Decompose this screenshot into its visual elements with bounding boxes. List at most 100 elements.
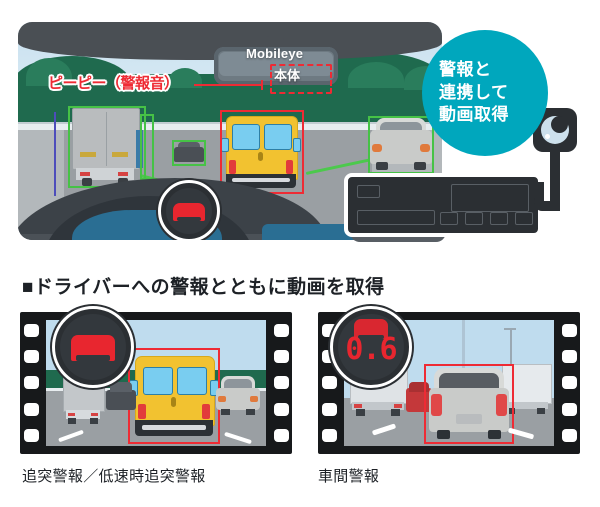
l-truck-light xyxy=(354,404,362,408)
panel-1-caption: 追突警報／低速時追突警報 xyxy=(22,468,206,485)
car-warning-icon xyxy=(173,203,205,222)
r-truck-wheel xyxy=(537,408,545,414)
l-truck-light xyxy=(394,404,402,408)
headway-distance-value: 0.6 xyxy=(345,332,397,367)
sprocket-hole xyxy=(23,402,39,416)
mv-wheel xyxy=(437,430,450,439)
van1-door-handle xyxy=(171,397,176,407)
van-window-left xyxy=(232,124,260,150)
sprocket-hole xyxy=(273,429,289,443)
d-car-top xyxy=(110,382,132,392)
tree-bump xyxy=(26,58,72,86)
truck-taillight xyxy=(80,172,90,176)
van1-window-left xyxy=(143,367,173,395)
vehicle-silver-car xyxy=(370,118,432,174)
recorder-button-2[interactable] xyxy=(465,212,483,225)
truck-taillight xyxy=(118,172,128,176)
frame2-gantry-post xyxy=(462,320,465,372)
frame1-right-car xyxy=(216,376,260,418)
film-panel-headway-warning: 0.6 xyxy=(318,306,580,454)
silver-car-taillight-right xyxy=(420,144,430,152)
recorder-button-3[interactable] xyxy=(490,212,508,225)
frame2-light-pole xyxy=(510,328,512,364)
film-sprockets-right xyxy=(558,312,580,454)
sprocket-hole xyxy=(561,376,577,390)
tree-bump xyxy=(168,68,202,88)
truck-reflector xyxy=(80,152,96,157)
frame1-dark-car xyxy=(106,382,136,412)
callout-line-2: 連携して xyxy=(439,82,509,102)
van-door-handle xyxy=(258,152,263,161)
bg-truck-light xyxy=(68,413,75,416)
detection-box-truck xyxy=(68,106,146,188)
silver-car-wheel xyxy=(414,162,426,170)
r-car-glass xyxy=(224,379,252,390)
section-title: ■ドライバーへの警報とともに動画を取得 xyxy=(22,277,385,298)
camera-mount-arm xyxy=(550,151,560,209)
frame2-light-arm xyxy=(504,328,516,330)
dark-car-body xyxy=(174,147,204,162)
bg-truck-under xyxy=(66,410,100,419)
truck-side-panel xyxy=(136,130,143,168)
frame2-red-car xyxy=(406,382,432,414)
recorder-display-screen xyxy=(451,184,529,212)
r-truck-wheel xyxy=(507,408,515,414)
mv-body xyxy=(429,388,509,432)
r-car-tail xyxy=(218,396,226,402)
van1-taillight-left xyxy=(138,404,146,419)
recorder-slot xyxy=(357,210,435,225)
callout-line-1: 警報と xyxy=(439,60,492,80)
beep-pointer-line xyxy=(194,80,263,90)
mv-plate xyxy=(456,414,482,424)
recorder-button-1[interactable] xyxy=(440,212,458,225)
dark-car-roof xyxy=(178,142,200,150)
mv-wheel xyxy=(488,430,501,439)
red-car-top xyxy=(409,382,429,392)
video-recorder-unit xyxy=(344,173,542,237)
camera-mount-hook-vertical xyxy=(534,182,544,204)
mv-taillight-right xyxy=(496,394,507,416)
sprocket-hole xyxy=(23,376,39,390)
collision-warning-badge-main xyxy=(158,180,220,240)
van-mirror-right xyxy=(293,138,301,152)
d-car-body xyxy=(106,390,136,410)
camera-lens-pupil xyxy=(551,116,568,133)
beep-sound-label: ピーピー（警報音） xyxy=(48,75,179,92)
sprocket-hole xyxy=(321,376,337,390)
film-panel-collision-warning xyxy=(20,306,292,454)
detection-box-van-alert xyxy=(220,110,304,194)
truck-underbody xyxy=(76,168,134,180)
callout-bubble-video-capture: 警報と 連携して 動画取得 xyxy=(422,30,548,156)
camera-mount-hook xyxy=(534,201,560,211)
r-car-body xyxy=(216,388,260,410)
l-truck-wheel xyxy=(356,409,365,416)
r-truck-under xyxy=(504,402,548,409)
r-car-wheel xyxy=(246,409,255,415)
frame1-yellow-van xyxy=(129,352,219,442)
van-taillight-left xyxy=(229,160,236,174)
mv-glass xyxy=(439,373,499,391)
mobileye-brand-label: Mobileye xyxy=(246,46,304,61)
detection-box-frame2 xyxy=(424,364,514,444)
tree-bump xyxy=(348,62,404,88)
sprocket-hole xyxy=(561,402,577,416)
sprocket-hole xyxy=(23,323,39,337)
callout-line-3: 動画取得 xyxy=(439,105,509,125)
van-taillight-right xyxy=(286,160,293,174)
vehicle-yellow-van xyxy=(221,112,301,194)
sprocket-hole xyxy=(273,323,289,337)
detection-box-truck-side xyxy=(140,114,154,180)
vehicle-truck xyxy=(66,108,144,186)
van-window-right xyxy=(264,124,292,150)
bg-truck-light xyxy=(91,413,98,416)
sprocket-hole xyxy=(321,402,337,416)
recorder-button-4[interactable] xyxy=(515,212,533,225)
silver-car-taillight-left xyxy=(372,144,382,152)
l-truck-wheel xyxy=(391,409,400,416)
film-frame-image-2 xyxy=(344,320,554,446)
bg-truck-wheel xyxy=(68,418,76,424)
sprocket-hole xyxy=(23,350,39,364)
camera-lens xyxy=(541,116,569,144)
headway-warning-badge-panel2: 0.6 xyxy=(330,306,412,388)
device-unit-highlight-box xyxy=(270,64,332,94)
